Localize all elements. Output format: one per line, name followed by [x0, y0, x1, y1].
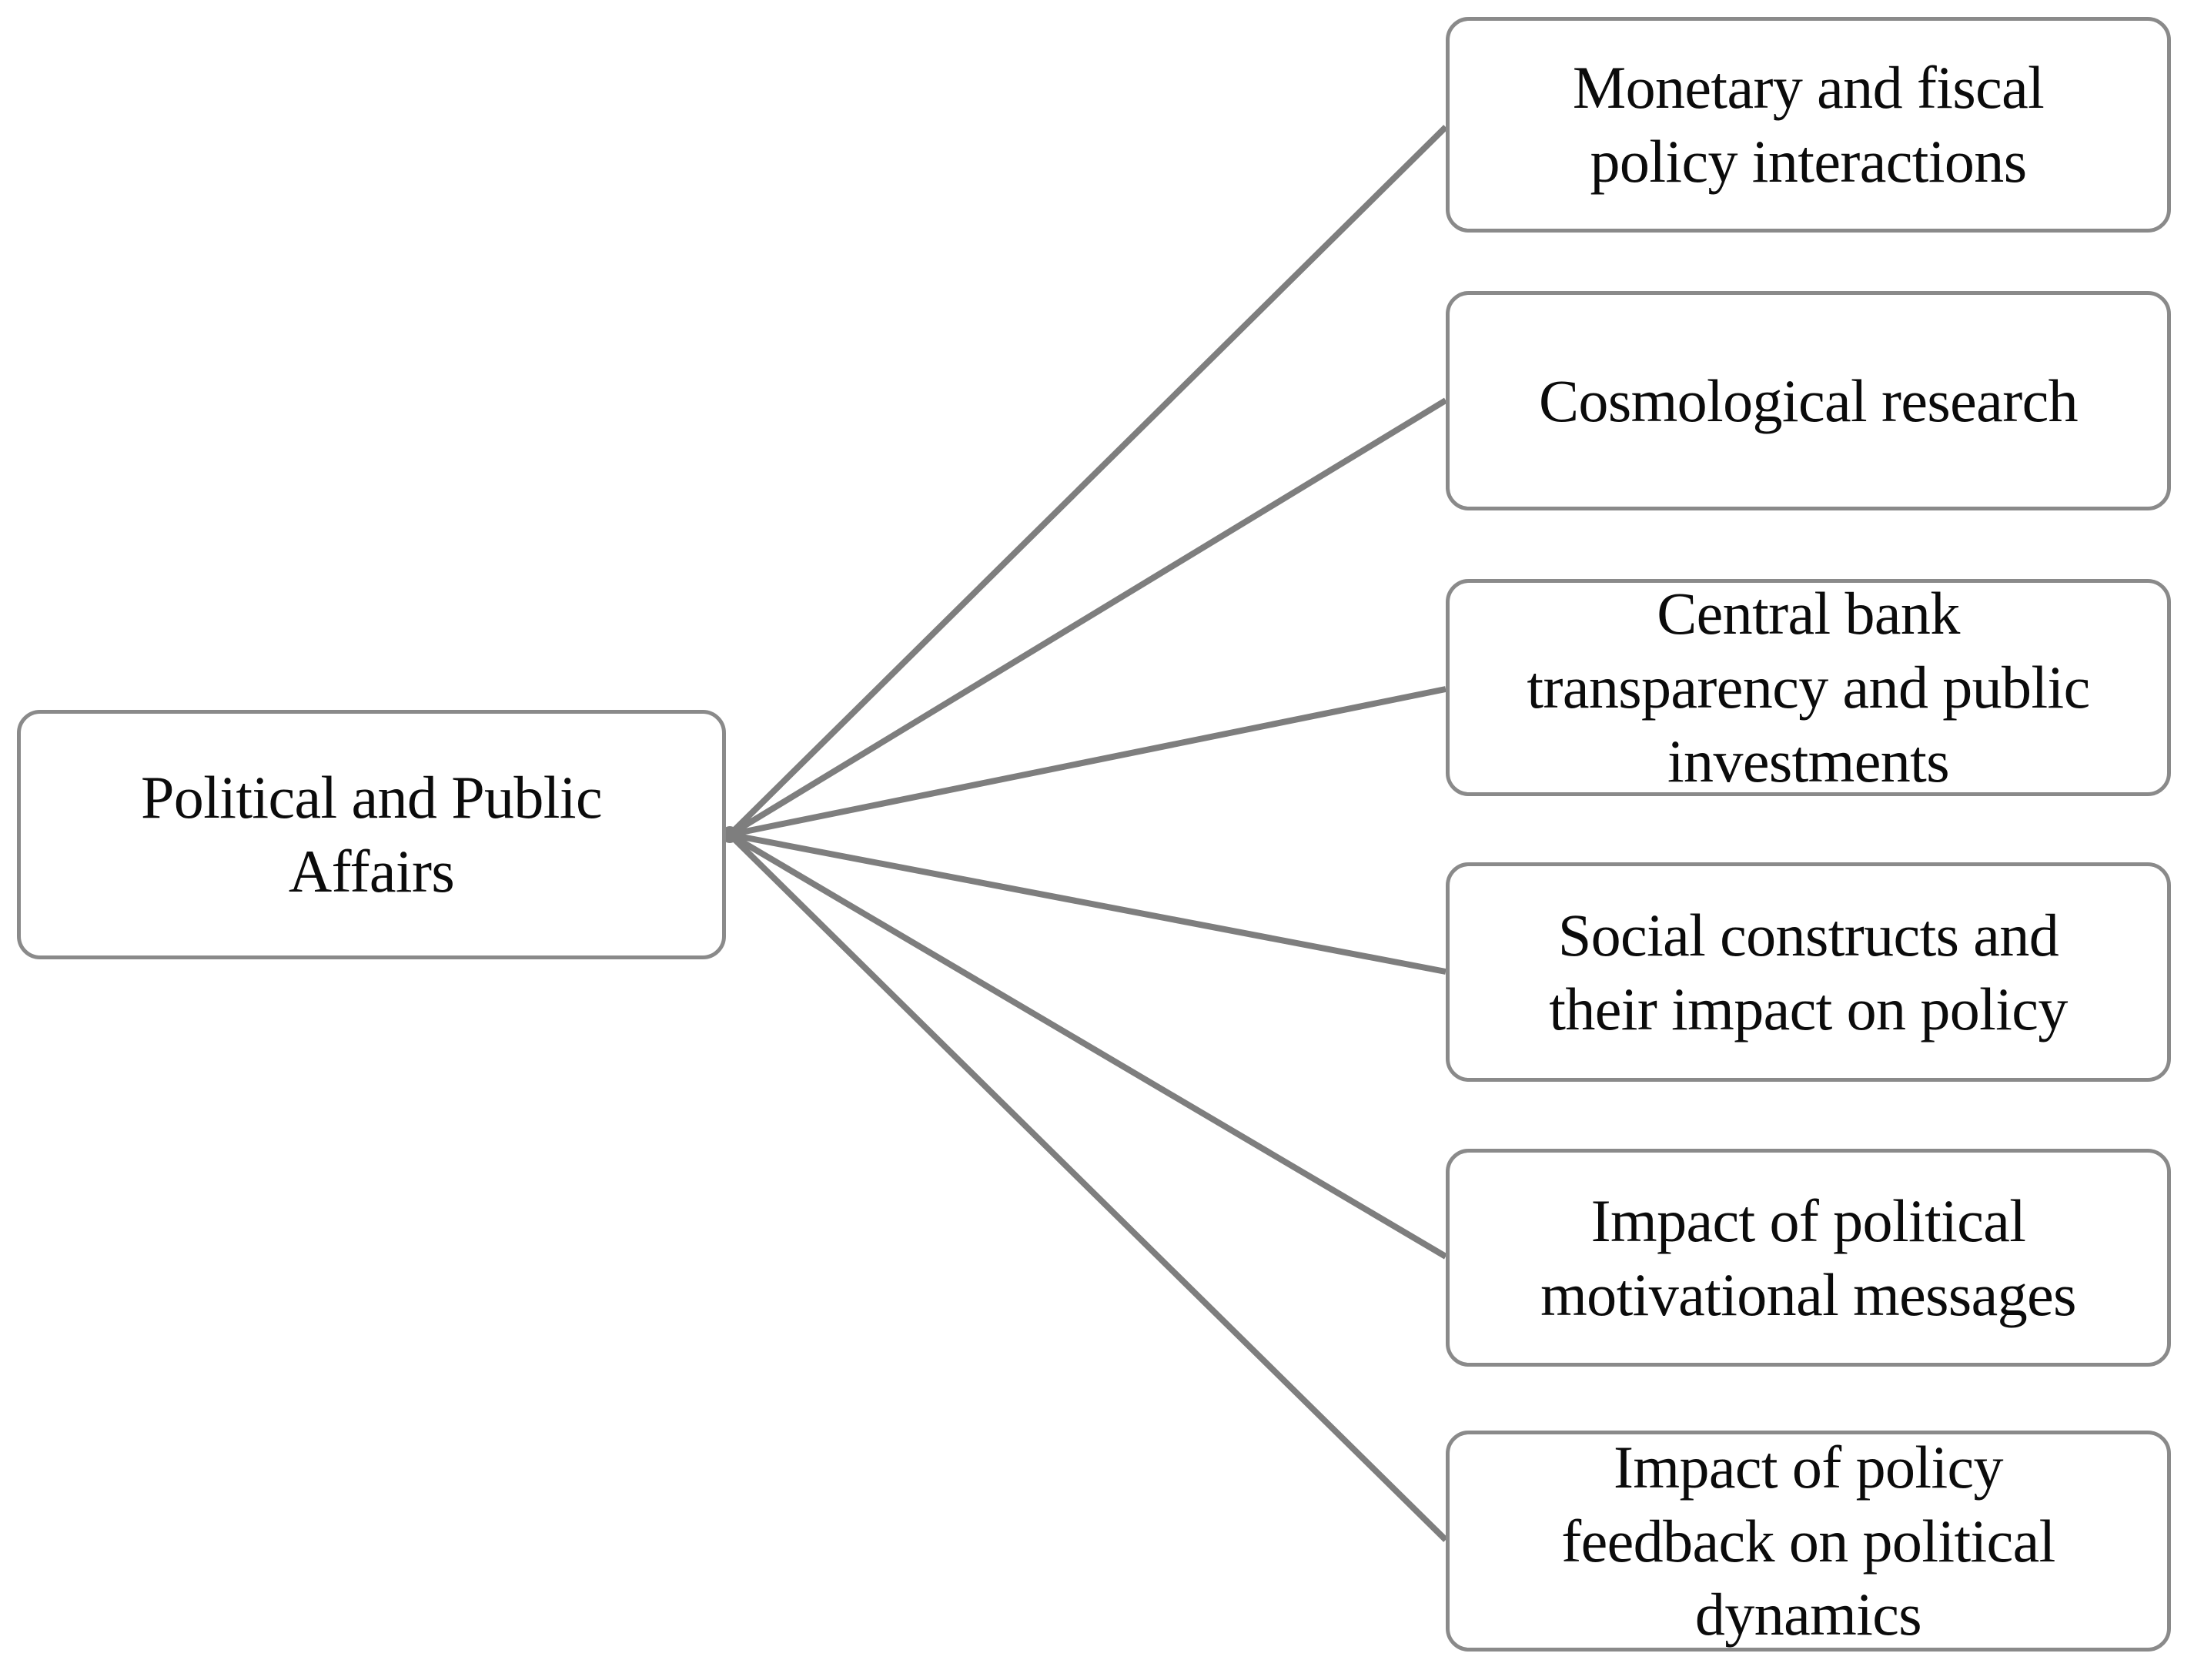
- edge-to-monetary-and-fiscal-policy-interactions: [727, 125, 1448, 837]
- edge-to-impact-of-political-motivational-messages: [727, 832, 1448, 1260]
- edge-to-cosmological-research: [727, 397, 1448, 838]
- node-cosmological-research[interactable]: Cosmological research: [1446, 291, 2171, 510]
- edge-to-impact-of-policy-feedback-on-political-dynamics: [727, 832, 1448, 1542]
- edge-to-social-constructs-and-their-impact-on-policy: [729, 832, 1447, 975]
- edge-to-central-bank-transparency-and-public-investments: [729, 686, 1447, 838]
- node-label: Cosmological research: [1539, 366, 2079, 434]
